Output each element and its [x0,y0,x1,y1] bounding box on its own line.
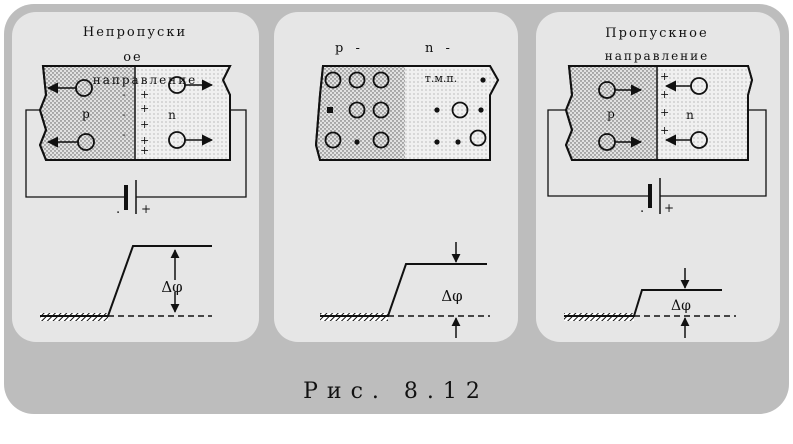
electrons-group [168,76,214,149]
region-p-label: p [607,107,615,121]
figure-caption: Рис. 8.12 [303,379,489,404]
panel-reverse-bias: Непропуски ое направление --- +++++ p n [12,12,259,342]
holes-group [46,79,95,151]
wire-left [25,109,124,198]
barrier-label: Δφ [161,278,182,296]
battery-minus-label: . [640,201,644,216]
battery-plus-label: + [664,201,674,215]
space-charge-signs: + + + + [660,70,669,137]
svg-text:-: - [122,88,126,101]
panel-title-line1: Непропуски [83,25,187,40]
panel-equilibrium: p - n - т.м.п. Δφ [274,12,518,342]
region-n-label: n [168,108,176,122]
acceptor-ions-group [327,107,360,145]
svg-text:+: + [140,134,149,147]
svg-text:-: - [122,108,126,121]
svg-text:+: + [660,70,669,83]
svg-text:-: - [122,128,126,141]
wire-left [547,109,648,197]
svg-text:+: + [140,88,149,101]
svg-text:+: + [660,88,669,101]
energy-band-curve [320,263,487,317]
battery-plus-label: + [141,202,151,216]
label-n-type: n - [425,41,454,56]
n-region [657,66,752,160]
n-region [405,66,498,160]
wire-right [136,109,247,198]
svg-text:+: + [140,102,149,115]
panel-title-line2: направление [605,49,710,63]
holes-group [598,81,643,151]
panel-title-line1: Пропускное [605,26,708,41]
region-p-label: p [82,107,90,121]
region-n-label: n [686,108,694,122]
svg-text:+: + [140,118,149,131]
energy-band-curve [40,245,212,317]
space-charge-signs: --- +++++ [122,88,149,157]
electrons-group [664,77,708,149]
barrier-label: Δφ [671,298,691,314]
svg-text:+: + [660,106,669,119]
panel-forward-bias: Пропускное направление + + + + p n . + [536,12,780,342]
overlay-label: т.м.п. [425,72,457,85]
battery-minus-label: . [116,202,120,217]
svg-text:+: + [660,124,669,137]
overlay-label: направление [93,73,198,87]
wire-right [660,109,767,197]
label-p-type: p - [335,41,364,56]
panel-title-line2: ое [123,50,143,65]
barrier-label: Δφ [441,287,462,305]
holes-group [324,71,487,149]
electrons-group [434,77,486,145]
svg-text:+: + [140,144,149,157]
energy-band-curve [564,289,722,317]
